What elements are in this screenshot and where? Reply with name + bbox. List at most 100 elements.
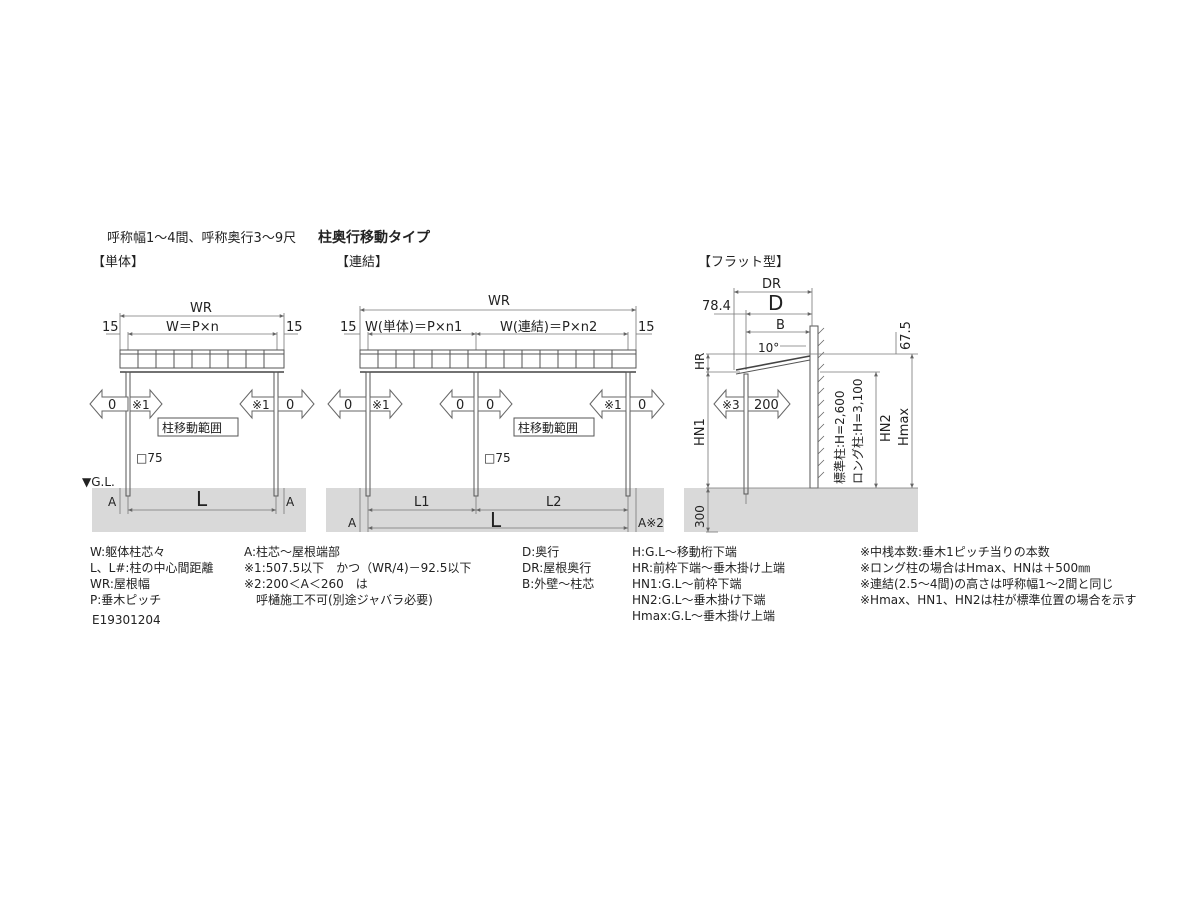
legend-col5-item: ※ロング柱の場合はHmax、HNは＋500㎜	[860, 560, 1090, 575]
single-left-arrow-out	[89, 388, 129, 420]
single-roof	[119, 349, 285, 369]
linked-arrow-6	[629, 388, 665, 420]
flat-wall	[809, 325, 819, 489]
flat-hn2-label: HN2	[879, 414, 894, 442]
linked-right-post	[625, 371, 631, 497]
linked-a-right: A※2	[638, 516, 664, 530]
linked-arrow-2	[369, 388, 403, 420]
legend-col4-item: H:G.L～移動桁下端	[632, 545, 737, 559]
linked-mark-2: ※1	[604, 398, 622, 412]
legend-col1-item: P:垂木ピッチ	[90, 593, 161, 607]
single-unit-diagram: WR 15 15 W＝P×n 0 ※1 ※1 0 柱移動範囲 □75	[82, 301, 315, 532]
linked-l-label: L	[490, 508, 502, 532]
flat-67-5-label: 67.5	[899, 321, 914, 350]
legend-col1-item: W:躯体柱芯々	[90, 544, 165, 559]
single-right-post	[273, 371, 279, 497]
linked-arrow-1-value: 0	[344, 398, 352, 413]
linked-w-single: W(単体)＝P×n1	[365, 319, 462, 335]
linked-l1: L1	[414, 495, 430, 510]
legend-code: E19301204	[92, 613, 161, 627]
linked-post-size: □75	[484, 451, 511, 465]
single-right-arrow-value: 0	[286, 398, 294, 413]
single-right-mark: ※1	[252, 398, 270, 412]
single-left-arrow-value: 0	[108, 398, 116, 413]
type-name: 柱奥行移動タイプ	[318, 229, 431, 246]
linked-mark-1: ※1	[372, 398, 390, 412]
flat-arrow-left	[713, 388, 745, 420]
single-right-15: 15	[286, 320, 303, 335]
flat-ground	[684, 488, 918, 532]
legend-col3-item: DR:屋根奥行	[522, 561, 591, 575]
subtitle: 呼称幅1～4間、呼称奥行3～9尺	[107, 231, 296, 246]
single-a-right: A	[286, 495, 295, 509]
single-left-post	[125, 371, 131, 497]
single-post-size: □75	[136, 451, 163, 465]
linked-range-label: 柱移動範囲	[518, 420, 578, 435]
legend-col3-item: D:奥行	[522, 545, 559, 559]
flat-angle: 10°	[758, 341, 779, 355]
flat-b-label: B	[776, 318, 785, 333]
section-flat: 【フラット型】	[698, 255, 789, 270]
single-range-label: 柱移動範囲	[162, 420, 222, 435]
flat-type-diagram: DR D B 78.4 10° HR HN1 300 HN2 Hmax 67.5…	[684, 277, 918, 533]
single-a-left: A	[108, 495, 117, 509]
legend-col2-item: ※2:200＜A＜260 は	[244, 577, 368, 591]
single-left-mark: ※1	[132, 398, 150, 412]
flat-dr-label: DR	[762, 277, 781, 292]
linked-roof	[359, 349, 637, 369]
single-l-label: L	[196, 487, 208, 511]
linked-range-box	[513, 417, 595, 437]
legend-col1-item: WR:屋根幅	[90, 576, 150, 591]
linked-arrow-4-value: 0	[486, 398, 494, 413]
legend-col5-item: ※中桟本数:垂木1ピッチ当りの本数	[860, 544, 1050, 559]
flat-hn1-label: HN1	[693, 418, 708, 446]
single-range-box	[157, 417, 239, 437]
legend: W:躯体柱芯々 L、L#:柱の中心間距離 WR:屋根幅 P:垂木ピッチ E193…	[90, 544, 1137, 627]
linked-left-15: 15	[340, 320, 357, 335]
legend-col4-item: Hmax:G.L～垂木掛け上端	[632, 608, 775, 623]
flat-mark-3: ※3	[722, 398, 740, 412]
linked-middle-post	[473, 371, 479, 497]
flat-hr-label: HR	[693, 353, 707, 370]
legend-col5-item: ※Hmax、HN1、HN2は柱が標準位置の場合を示す	[860, 592, 1137, 607]
section-linked: 【連結】	[336, 255, 388, 270]
single-right-arrow-in	[239, 388, 275, 420]
linked-arrow-3-value: 0	[456, 398, 464, 413]
single-roof-rafters	[137, 350, 265, 368]
linked-l2: L2	[546, 495, 562, 510]
single-left-15: 15	[102, 320, 119, 335]
legend-col2-item: 呼樋施工不可(別途ジャバラ必要)	[244, 592, 433, 607]
linked-roof-rafters	[377, 350, 613, 368]
single-gl-label: ▼G.L.	[82, 475, 115, 489]
legend-col4-item: HN1:G.L～前枠下端	[632, 576, 741, 591]
legend-col5-item: ※連結(2.5～4間)の高さは呼称幅1～2間と同じ	[860, 576, 1113, 591]
single-w-formula: W＝P×n	[166, 320, 219, 335]
flat-d-label: D	[768, 291, 783, 315]
legend-col2-item: A:柱芯～屋根端部	[244, 544, 340, 559]
single-wr-label: WR	[190, 301, 212, 316]
flat-std-post: 標準柱:H=2,600	[832, 391, 847, 484]
linked-right-15: 15	[638, 320, 655, 335]
legend-col4-item: HN2:G.L～垂木掛け下端	[632, 592, 765, 607]
flat-roof-line	[735, 355, 811, 371]
legend-col2-item: ※1:507.5以下 かつ（WR/4)－92.5以下	[244, 561, 471, 575]
linked-arrow-3	[439, 388, 475, 420]
flat-dim-78-4: 78.4	[702, 299, 731, 314]
linked-unit-diagram: WR 15 15 W(単体)＝P×n1 W(連結)＝P×n2 0 ※1	[326, 294, 665, 532]
flat-dim-200: 200	[754, 398, 779, 413]
flat-post	[743, 373, 749, 495]
flat-300-label: 300	[693, 505, 707, 528]
linked-a-left: A	[348, 516, 357, 530]
linked-arrow-1	[327, 388, 367, 420]
linked-arrow-6-value: 0	[638, 398, 646, 413]
linked-arrow-4	[477, 388, 513, 420]
flat-long-post: ロング柱:H=3,100	[850, 379, 865, 484]
single-right-arrow-out	[277, 388, 315, 420]
flat-wall-hatch	[817, 327, 825, 479]
linked-left-post	[365, 371, 371, 497]
linked-wr-label: WR	[488, 294, 510, 309]
flat-hmax-label: Hmax	[897, 408, 912, 446]
linked-arrow-5	[589, 388, 627, 420]
linked-w-linked: W(連結)＝P×n2	[500, 320, 597, 335]
